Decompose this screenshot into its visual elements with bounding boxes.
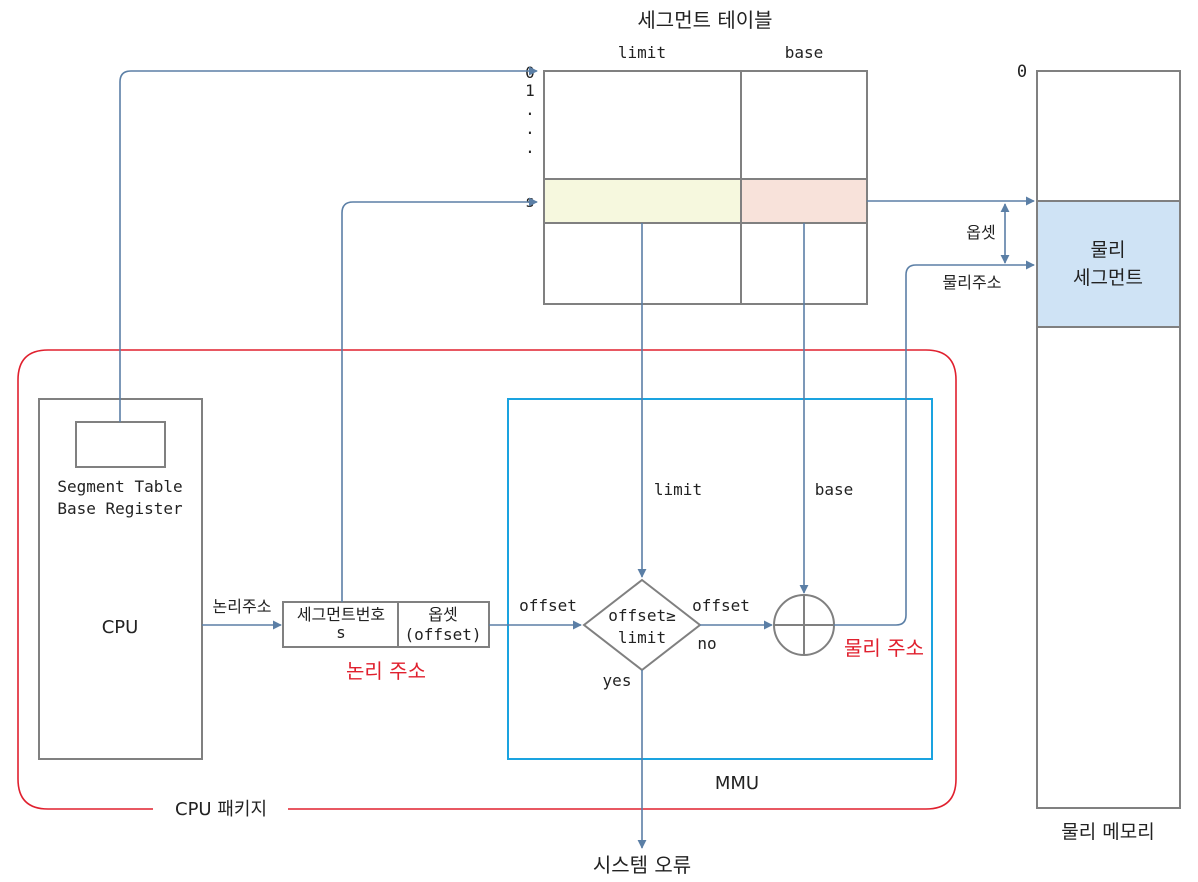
segment-table [543,70,868,305]
physical-segment [1037,201,1180,327]
stbr-label-1: Segment Table [57,477,182,496]
logical-address-caption: 논리 주소 [346,659,426,683]
cpu-package-frame [17,349,957,810]
stbr-to-table-arrow [119,66,538,422]
stbr-label-2: Base Register [57,499,183,518]
physical-segment-label-1: 물리 [1091,239,1126,261]
mmu-label: MMU [715,773,759,794]
physical-address-label: 물리주소 [943,273,1002,292]
segment-number-label: 세그먼트번호 [297,605,385,624]
offset-in-label: offset [519,596,577,615]
segment-number-s: s [336,623,346,642]
cpu-label: CPU [102,617,139,638]
offset-out-label: offset [692,596,750,615]
index-1: 1 [525,81,535,100]
cpu-package-label: CPU 패키지 [175,799,267,820]
logical-address-arrow-label: 논리주소 [213,597,272,616]
adder-icon [773,594,835,656]
column-limit: limit [618,43,666,62]
stbr-register [75,421,166,468]
yes-label: yes [603,671,632,690]
index-dot: . [525,100,535,119]
logical-address-box [282,601,490,648]
compare-label-1: offset≥ [608,606,675,625]
physical-memory-label: 물리 메모리 [1061,821,1154,843]
index-dot: . [525,138,535,157]
physical-address-caption: 물리 주소 [844,636,924,660]
physical-address-arrow [834,260,1035,626]
base-cell-s [741,179,867,223]
mmu-box [507,398,933,760]
index-dot: . [525,119,535,138]
limit-cell-s [544,179,741,223]
system-error-label: 시스템 오류 [593,853,691,877]
offset-label: 옵셋 [966,223,995,242]
offset-en-label: (offset) [404,625,481,644]
compare-label-2: limit [618,628,666,647]
index-0: 0 [525,63,535,82]
memory-start-0: 0 [1017,62,1027,82]
offset-kr-label: 옵셋 [428,605,457,624]
limit-arrow-label: limit [654,480,702,499]
base-arrow-label: base [815,480,854,499]
physical-memory [1036,70,1181,809]
segment-table-frame [543,70,868,305]
column-base: base [785,43,824,62]
segment-number-to-table-arrow [341,197,538,602]
segment-table-title: 세그먼트 테이블 [637,8,772,32]
physical-segment-label-2: 세그먼트 [1073,267,1143,289]
no-label: no [697,634,716,653]
cpu-box [38,398,203,760]
compare-diamond [582,578,702,672]
